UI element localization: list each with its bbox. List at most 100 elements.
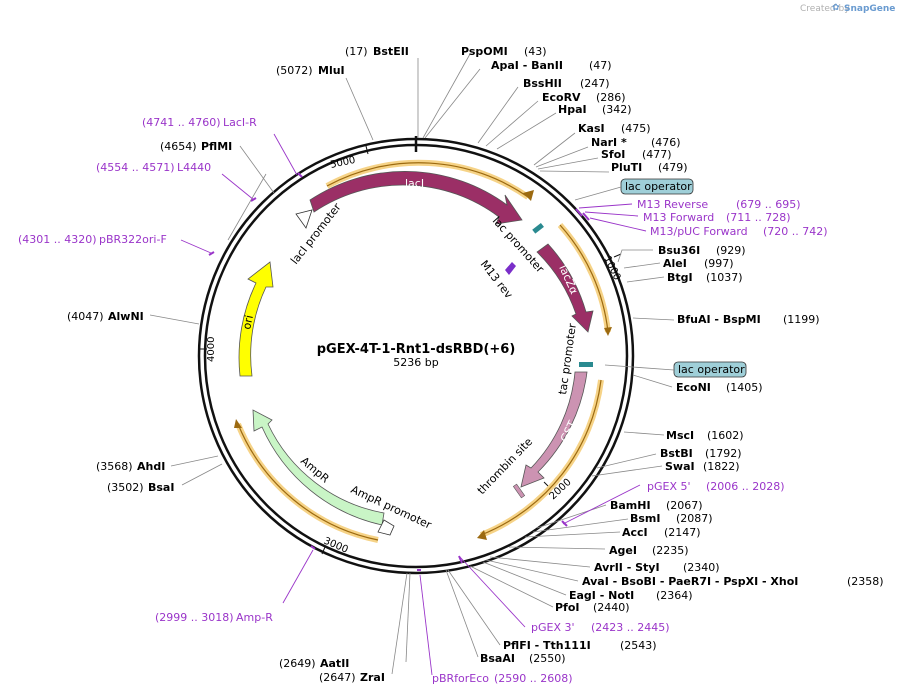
site-ahdi-name: AhdI	[137, 460, 165, 473]
site-agei-name: AgeI	[609, 544, 637, 557]
leader-pgex3	[459, 556, 526, 628]
site-bsaai-pos: (2550)	[529, 652, 566, 665]
site-avrii-name: AvrII - StyI	[594, 561, 660, 574]
site-ecorv-name: EcoRV	[542, 91, 581, 104]
leader-bstbi	[596, 453, 657, 469]
primer-labels: M13 Reverse (679 .. 695) M13 Forward (71…	[18, 116, 828, 685]
leader-pflfi	[447, 569, 501, 646]
site-bsaai-name: BsaAI	[480, 652, 515, 665]
site-bsmi-name: BsmI	[630, 512, 661, 525]
primer-marks	[208, 172, 590, 571]
site-pfoi-name: PfoI	[555, 601, 580, 614]
site-avai-name: AvaI - BsoBI - PaeR7I - PspXI - XhoI	[582, 575, 798, 588]
lac-operator-box-label-2	[673, 361, 747, 378]
leader-zrai	[391, 572, 408, 675]
leader-pflmi	[239, 145, 275, 194]
primer-m13-puc-name: M13/pUC Forward	[650, 225, 748, 238]
feature-arrows	[238, 171, 594, 536]
laci-label: lacI	[405, 177, 424, 190]
site-btgi-pos: (1037)	[706, 271, 743, 284]
leader-econi	[632, 374, 673, 388]
site-bsshii-name: BssHII	[523, 77, 562, 90]
leader-pbrforeco	[419, 574, 433, 676]
leader-agei	[508, 546, 606, 550]
leader-m13-reverse	[578, 203, 633, 209]
leader-bsu36i	[617, 249, 653, 263]
leader-avrii	[489, 556, 591, 568]
credit-brand: SnapGene	[844, 4, 895, 14]
site-msci-name: MscI	[666, 429, 694, 442]
site-bsai-pos: (3502)	[107, 481, 144, 494]
primer-pbrforeco-range: (2590 .. 2608)	[494, 672, 573, 685]
leader-pflmi-2	[227, 173, 267, 241]
credit-prefix: Created by	[800, 4, 850, 14]
primer-mark-pbr322ori	[208, 251, 215, 256]
site-bfuai-pos: (1199)	[783, 313, 820, 326]
site-ahdi-pos: (3568)	[96, 460, 133, 473]
site-kasi-pos: (475)	[621, 122, 651, 135]
primer-mark-ampr	[310, 545, 316, 550]
site-aatii-name: AatII	[320, 657, 349, 670]
gst-guide-arrowhead	[477, 530, 487, 540]
site-pflmi-pos: (4654)	[160, 140, 197, 153]
leader-kasi	[533, 132, 576, 166]
site-bsshii-pos: (247)	[580, 77, 610, 90]
primer-m13-forward-name: M13 Forward	[643, 211, 714, 224]
primer-mark-laci-r	[297, 172, 303, 178]
primer-pgex3-name: pGEX 3'	[531, 621, 575, 634]
laci-arrow	[309, 171, 523, 225]
site-bamhi-pos: (2067)	[666, 499, 703, 512]
site-acci-pos: (2147)	[664, 526, 701, 539]
leader-bamhi	[536, 504, 607, 529]
site-mlui-name: MluI	[318, 64, 345, 77]
lacza-guide	[559, 224, 609, 333]
m13-rev-arrow-icon	[505, 262, 516, 275]
ampr-promoter-arrow-icon	[377, 519, 395, 536]
primer-pgex5-range: (2006 .. 2028)	[706, 480, 785, 493]
feature-highlights	[234, 159, 612, 543]
primer-laci-r-range: (4741 .. 4760)	[142, 116, 221, 129]
site-swai-name: SwaI	[665, 460, 695, 473]
site-agei-pos: (2235)	[652, 544, 689, 557]
leader-msci	[623, 431, 665, 436]
site-bsteii-name: BstEII	[373, 45, 409, 58]
primer-pbr322ori-range: (4301 .. 4320)	[18, 233, 97, 246]
primer-pgex3-range: (2423 .. 2445)	[591, 621, 670, 634]
primer-mark-l4440	[250, 197, 257, 202]
site-msci-pos: (1602)	[707, 429, 744, 442]
leader-lac-operator-1	[574, 186, 622, 201]
ampr-arrow	[252, 409, 385, 526]
primer-m13-puc-range: (720 .. 742)	[763, 225, 828, 238]
lacza-guide-arrowhead	[604, 327, 612, 336]
leader-acci	[524, 531, 621, 538]
leader-m13-puc	[589, 217, 647, 232]
site-sfoi-pos: (477)	[642, 148, 672, 161]
leader-ahdi	[170, 455, 219, 467]
leader-pspomi	[422, 53, 471, 139]
leader-alwni	[149, 314, 200, 325]
primer-ampr-name: Amp-R	[236, 611, 273, 624]
site-zrai-name: ZraI	[360, 671, 385, 684]
primer-mark-pgex3	[458, 555, 463, 564]
site-bstbi-pos: (1792)	[705, 447, 742, 460]
tick-3000-mark	[321, 546, 326, 555]
site-labels: (17) BstEII (5072) MluI PspOMI (43) ApaI…	[67, 45, 884, 684]
site-bamhi-name: BamHI	[610, 499, 651, 512]
lac-operator-box-2	[579, 362, 593, 367]
primer-mark-pgex5	[561, 520, 568, 527]
leader-pbr322ori	[180, 239, 212, 254]
site-bsmi-pos: (2087)	[676, 512, 713, 525]
site-apai-name: ApaI - BanII	[491, 59, 563, 72]
leader-hpai	[496, 112, 557, 150]
primer-pgex5-name: pGEX 5'	[647, 480, 691, 493]
site-bsu36i-name: Bsu36I	[658, 244, 700, 257]
site-pflfi-pos: (2543)	[620, 639, 657, 652]
site-zrai-pos: (2647)	[319, 671, 356, 684]
primer-mark-m13-forward	[582, 212, 590, 221]
lac-operator-text-2: lac operator	[678, 363, 745, 376]
laci-promoter-arrow-icon	[295, 209, 313, 229]
leader-bfuai	[632, 317, 675, 321]
leader-lines	[149, 53, 675, 675]
site-econi-name: EcoNI	[676, 381, 711, 394]
lacza-arrow	[536, 243, 594, 333]
